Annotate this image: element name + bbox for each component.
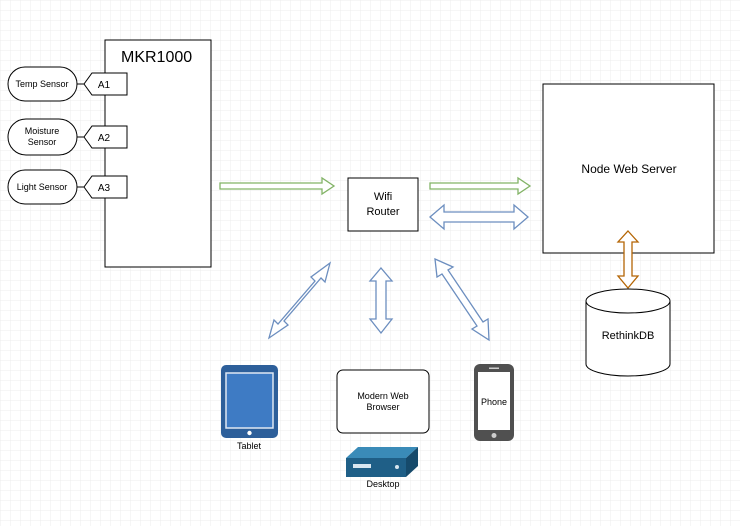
browser-label-line1: Modern Web bbox=[357, 391, 408, 401]
light-sensor-label: Light Sensor bbox=[17, 182, 68, 192]
rethinkdb-label: RethinkDB bbox=[602, 330, 655, 342]
node-web-server bbox=[542, 83, 715, 254]
arrow-router-phone bbox=[434, 257, 490, 342]
moisture-sensor-label-line2: Sensor bbox=[28, 137, 57, 147]
desktop-label: Desktop bbox=[366, 479, 399, 489]
wifi-router bbox=[347, 177, 419, 232]
phone-label: Phone bbox=[481, 397, 507, 407]
tablet-label: Tablet bbox=[237, 441, 262, 451]
pin-a3-label: A3 bbox=[98, 183, 111, 194]
tablet-home-button bbox=[247, 430, 252, 436]
temp-sensor-label: Temp Sensor bbox=[15, 79, 68, 89]
pin-a2 bbox=[83, 125, 128, 149]
browser-label-line2: Browser bbox=[366, 402, 399, 412]
mkr1000-title: MKR1000 bbox=[121, 49, 192, 66]
pin-a1-label: A1 bbox=[98, 80, 111, 91]
router-label-line2: Router bbox=[366, 206, 399, 218]
rethinkdb-cylinder-body bbox=[585, 301, 671, 377]
arrow-router-to-server bbox=[429, 176, 532, 196]
arrow-router-server-bidirectional bbox=[429, 203, 529, 231]
pin-a2-label: A2 bbox=[98, 133, 111, 144]
pin-a1 bbox=[83, 72, 128, 96]
arrow-router-browser bbox=[368, 266, 394, 335]
tablet-screen bbox=[225, 372, 274, 429]
browser-box bbox=[336, 369, 430, 434]
phone-screen bbox=[478, 372, 510, 430]
phone-speaker bbox=[489, 367, 499, 369]
arrow-router-tablet bbox=[267, 261, 332, 340]
router-label-line1: Wifi bbox=[374, 191, 392, 203]
phone-home-button bbox=[491, 433, 497, 438]
arrow-server-db bbox=[616, 230, 640, 290]
moisture-sensor-label-line1: Moisture bbox=[25, 126, 60, 136]
arrow-mkr-to-router bbox=[219, 176, 336, 196]
pin-a3 bbox=[83, 175, 128, 199]
server-label: Node Web Server bbox=[581, 162, 676, 176]
rethinkdb-cylinder-top bbox=[585, 288, 671, 314]
desktop-icon bbox=[346, 447, 418, 477]
